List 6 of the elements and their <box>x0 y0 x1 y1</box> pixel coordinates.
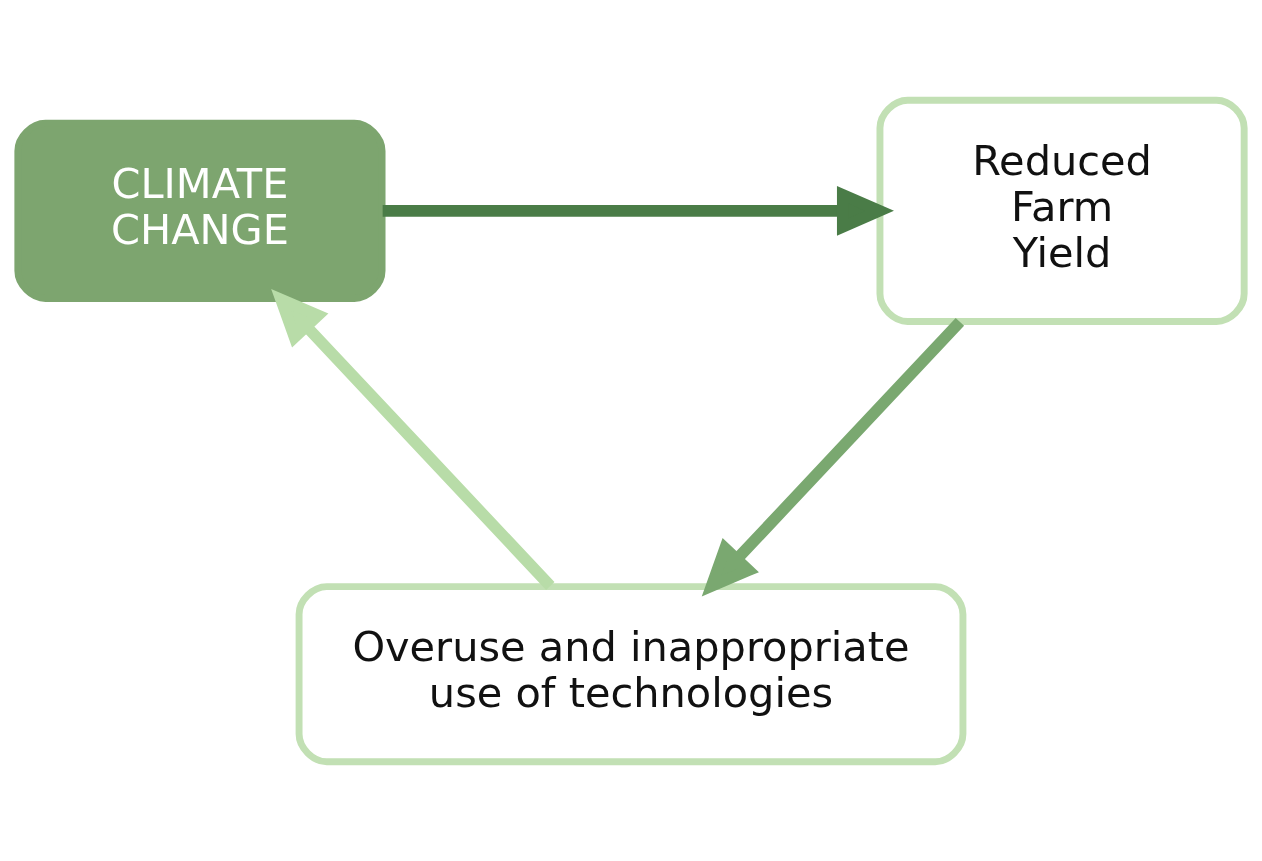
arrow <box>382 185 894 236</box>
arrow <box>701 317 965 597</box>
node-box: CLIMATE CHANGE <box>14 119 386 302</box>
node-box: Reduced Farm Yield <box>876 96 1248 325</box>
arrow <box>271 288 555 590</box>
node-box: Overuse and inappropriate use of technologies <box>295 582 967 765</box>
